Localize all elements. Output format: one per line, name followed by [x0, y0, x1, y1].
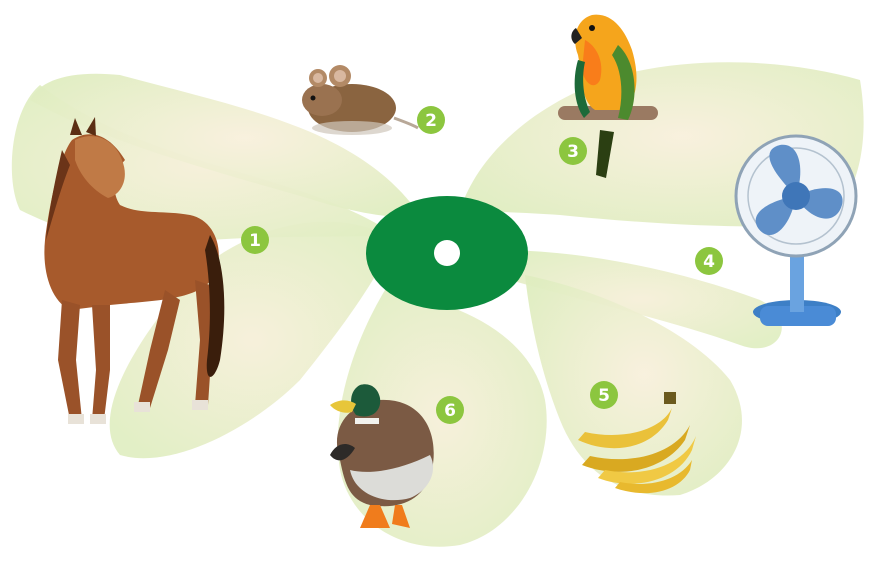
number-badge-2: 2 [417, 106, 445, 134]
mouse-icon [302, 65, 418, 135]
number-badge-3: 3 [559, 137, 587, 165]
number-label: 1 [249, 231, 261, 251]
number-label: 3 [567, 142, 579, 162]
number-label: 4 [703, 252, 715, 272]
center-hole [434, 240, 460, 266]
number-badge-6: 6 [436, 396, 464, 424]
number-label: 5 [598, 386, 610, 406]
center [366, 196, 528, 310]
number-badge-5: 5 [590, 381, 618, 409]
number-label: 2 [425, 111, 437, 131]
number-badge-1: 1 [241, 226, 269, 254]
electric-fan-icon [736, 136, 856, 326]
number-label: 6 [444, 401, 456, 421]
number-badge-4: 4 [695, 247, 723, 275]
